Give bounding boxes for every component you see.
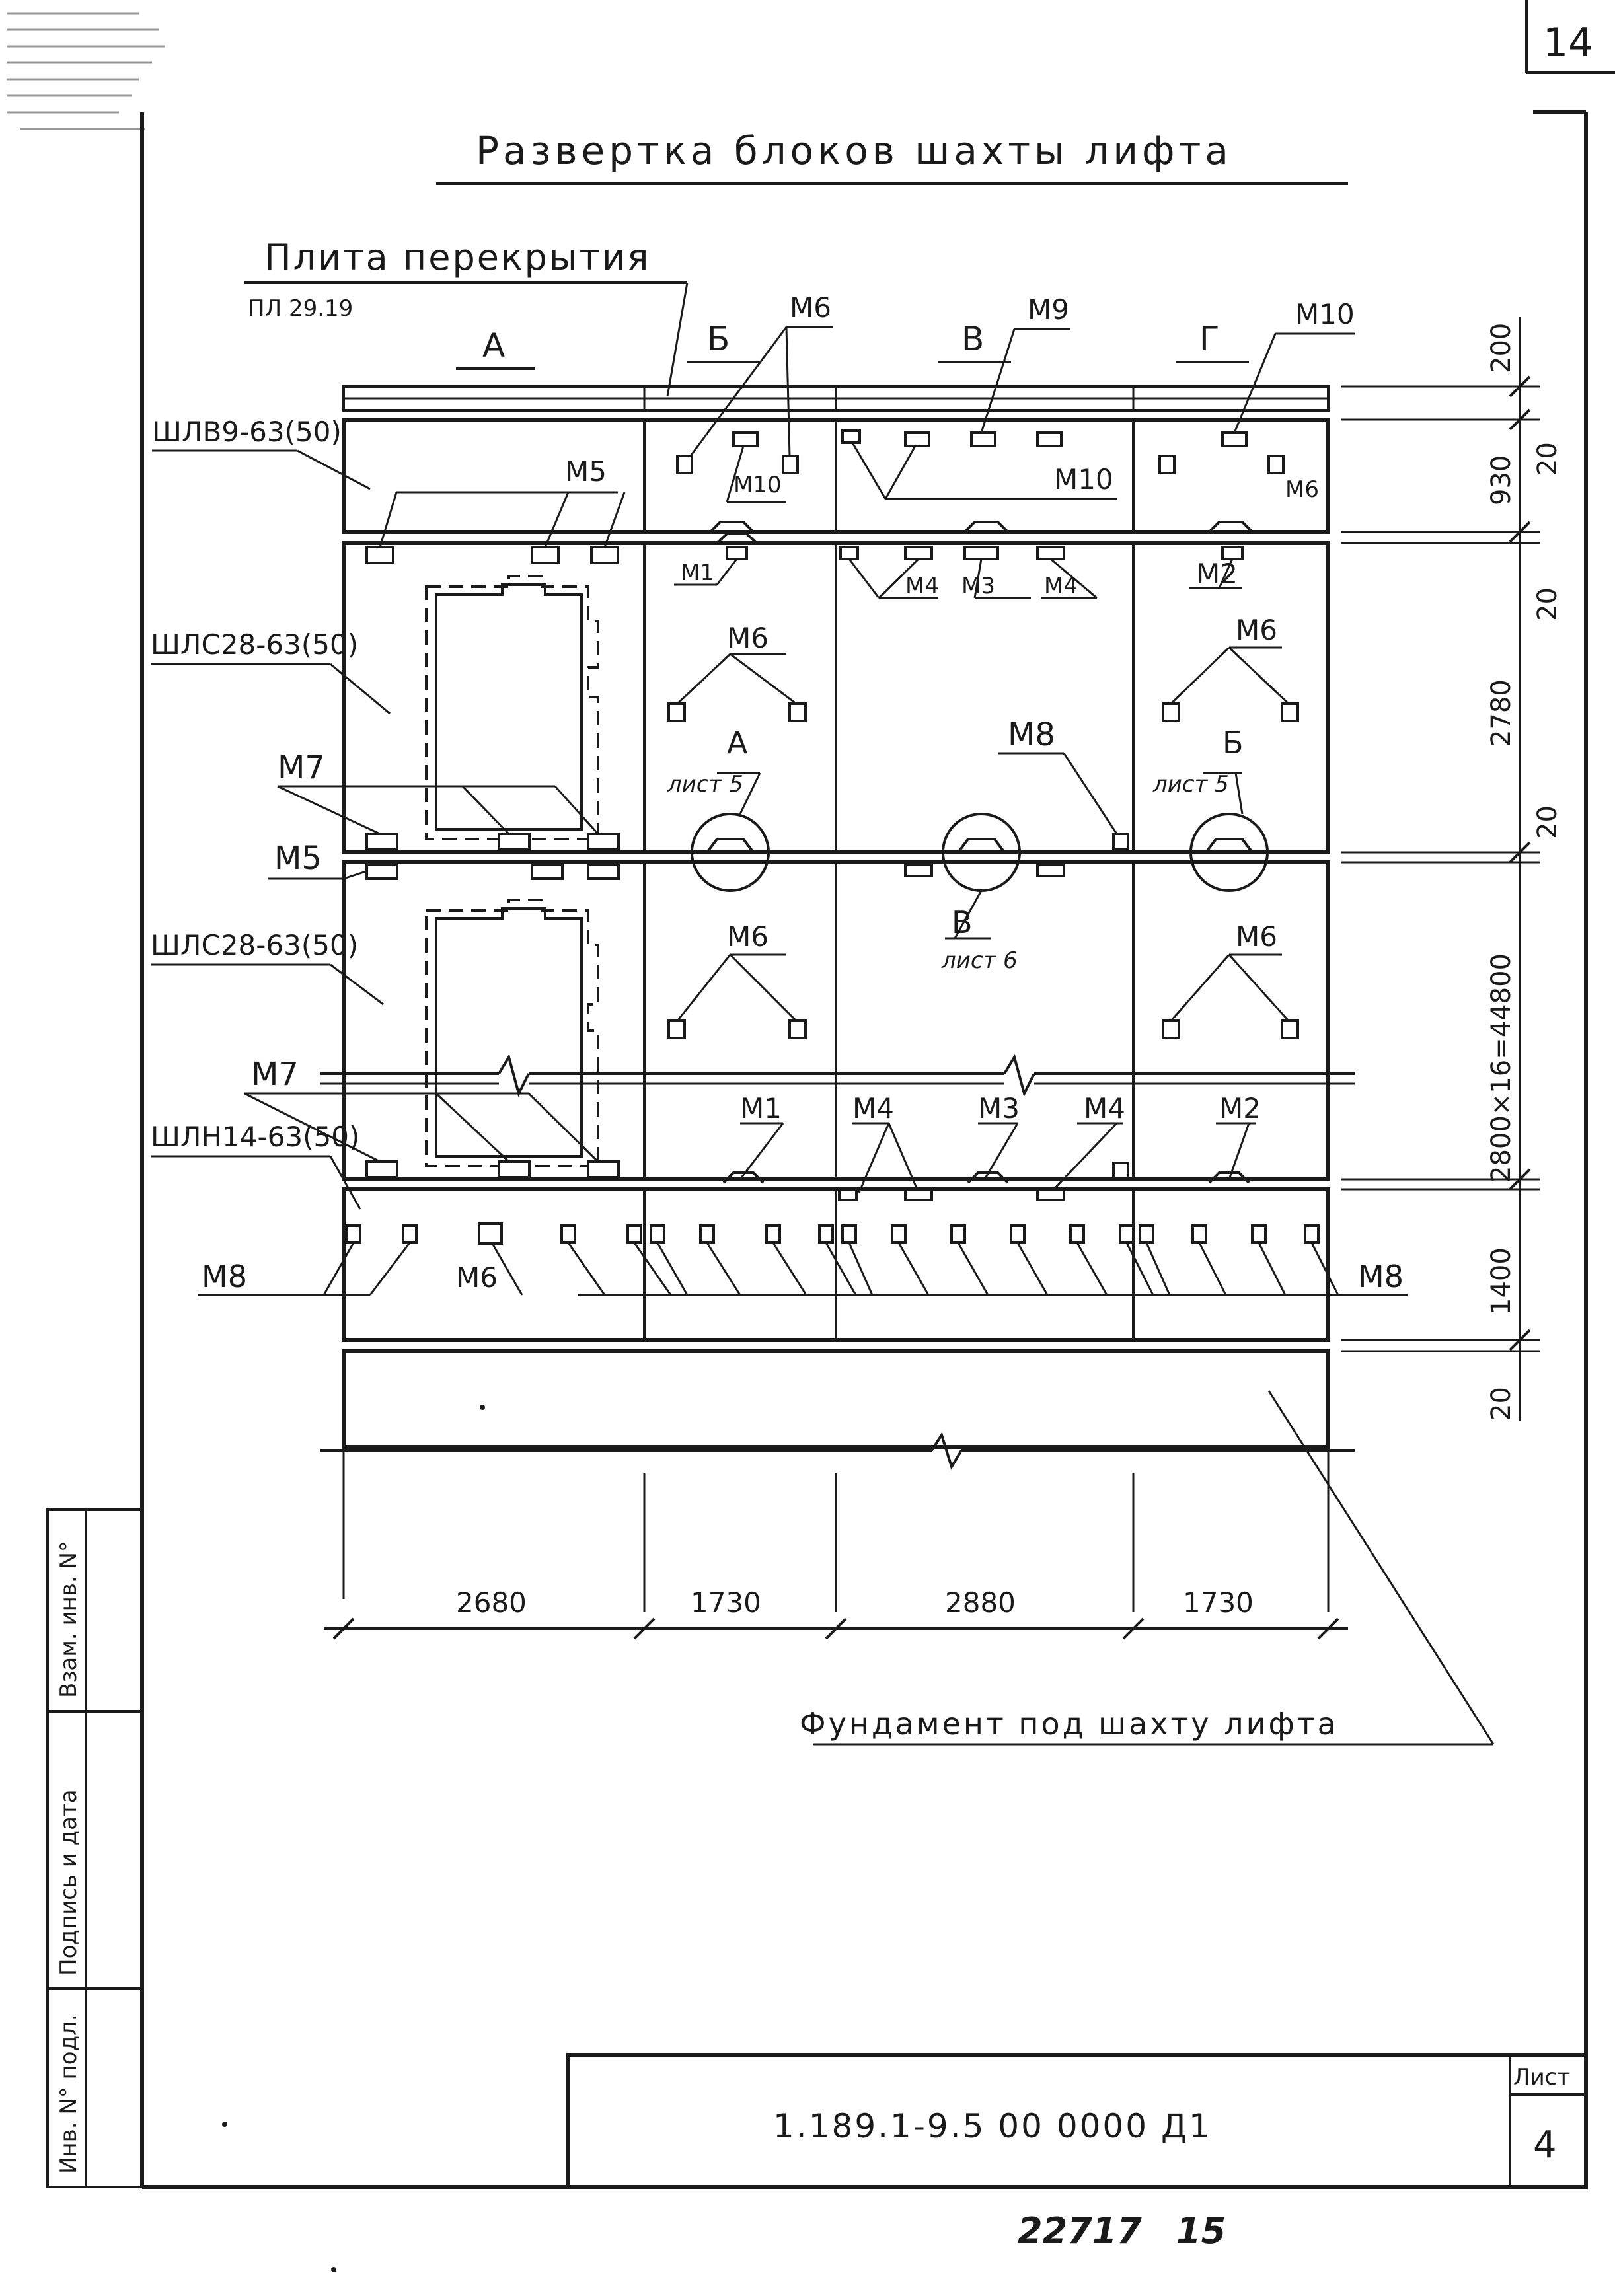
footer-number: 22717 <box>1018 2210 1142 2252</box>
title-block <box>566 2053 1588 2189</box>
embed-label-m10-top: М10 <box>1295 298 1355 330</box>
column-label-v: В <box>961 320 984 358</box>
dimension-width-v: 2880 <box>945 1586 1016 1619</box>
block-label-shls28-1: ШЛС28-63(50) <box>151 628 358 661</box>
embed-label-m8-mid: М8 <box>1008 716 1055 753</box>
embed-label-m6-top: М6 <box>790 291 831 324</box>
dimension-width-g: 1730 <box>1183 1586 1254 1619</box>
slab-strip <box>342 385 1330 412</box>
column-label-a: А <box>482 326 505 365</box>
embed-label-m5-left: М5 <box>274 840 322 877</box>
dimension-height-200: 200 <box>1486 323 1517 373</box>
embed-label-m1-top: М1 <box>681 560 714 586</box>
embed-label-m6-g-top: М6 <box>1285 476 1319 503</box>
embed-label-m2-top: М2 <box>1196 558 1238 590</box>
ink-dot <box>331 2267 336 2272</box>
embed-label-m3: М3 <box>978 1092 1020 1125</box>
callout-a-letter: А <box>727 725 748 760</box>
embed-label-m1: М1 <box>740 1092 782 1125</box>
embed-label-m4-a: М4 <box>852 1092 894 1125</box>
footer-page: 15 <box>1176 2210 1226 2252</box>
break-line <box>320 1053 1355 1097</box>
dimension-height-20-d: 20 <box>1486 1387 1517 1421</box>
embed-label-m4-top-b: М4 <box>1044 573 1078 599</box>
embed-label-m10-mid: М10 <box>733 472 782 498</box>
callout-b-letter: Б <box>1222 725 1244 760</box>
stamp-inventory-number: Инв. N° подл. <box>56 2014 82 2174</box>
embed-label-m9: М9 <box>1028 293 1069 326</box>
embed-label-m7-a2: М7 <box>251 1056 299 1093</box>
leaders-shls28-1 <box>277 558 1290 835</box>
drawing-title: Развертка блоков шахты лифта <box>476 128 1232 173</box>
embed-label-m6-g1: М6 <box>1236 614 1277 646</box>
right-dimension-chain <box>1341 317 1540 1421</box>
block-shls28-2 <box>342 860 1330 1181</box>
column-label-g: Г <box>1199 320 1220 358</box>
block-label-shls28-2: ШЛС28-63(50) <box>151 929 358 961</box>
approval-stamp <box>7 12 165 130</box>
embed-label-m6-bottom: М6 <box>456 1261 498 1294</box>
ink-dot <box>480 1405 485 1410</box>
slab-mark: ПЛ 29.19 <box>248 295 353 322</box>
callout-b-sheet: лист 5 <box>1152 771 1229 797</box>
embed-label-m6-b1: М6 <box>727 622 769 654</box>
foundation-label: Фундамент под шахту лифта <box>800 1706 1339 1742</box>
sheet-corner-number: 14 <box>1543 20 1593 66</box>
leaders-shls28-2 <box>244 890 1290 1163</box>
callout-v-sheet: лист 6 <box>941 947 1018 974</box>
dimension-height-20-b: 20 <box>1532 587 1563 621</box>
side-stamp <box>46 1508 143 2188</box>
dimension-height-2780: 2780 <box>1486 679 1517 747</box>
bottom-dimension-chain <box>324 1617 1348 1640</box>
embed-label-m10-right: М10 <box>1054 463 1113 496</box>
dimension-width-a: 2680 <box>456 1586 527 1619</box>
leaders-m8 <box>198 1242 1408 1296</box>
callout-v-letter: В <box>952 905 973 940</box>
dimension-height-20-a: 20 <box>1532 442 1563 476</box>
embed-label-m6-g2: М6 <box>1236 920 1277 953</box>
embed-label-m8-right: М8 <box>1358 1259 1404 1294</box>
ink-dot <box>222 2122 227 2127</box>
sheet-label: Лист <box>1513 2064 1570 2091</box>
embed-label-m8-left: М8 <box>202 1259 247 1294</box>
block-shls28-1 <box>342 533 1330 892</box>
dimension-height-1400: 1400 <box>1486 1247 1517 1315</box>
slab-label: Плита перекрытия <box>264 237 651 278</box>
block-label-shlv9: ШЛВ9-63(50) <box>152 416 342 448</box>
embed-label-m4-b: М4 <box>1084 1092 1125 1125</box>
dimension-height-20-c: 20 <box>1532 805 1563 839</box>
embed-label-m7-a1: М7 <box>278 749 325 786</box>
document-code: 1.189.1-9.5 00 0000 Д1 <box>773 2107 1212 2145</box>
stamp-signature-date: Подпись и дата <box>56 1789 82 1976</box>
sheet-number: 4 <box>1533 2124 1557 2166</box>
dimension-height-total: 2800×16=44800 <box>1486 953 1517 1183</box>
embed-label-m3-top: М3 <box>961 573 995 599</box>
leaders-top <box>689 326 1355 503</box>
embed-label-m4-top-a: М4 <box>905 573 939 599</box>
block-label-shln14: ШЛН14-63(50) <box>151 1121 359 1153</box>
embed-label-m6-b2: М6 <box>727 920 769 953</box>
column-label-b: Б <box>707 320 730 358</box>
callout-a-sheet: лист 5 <box>667 771 743 797</box>
stamp-replaced-number: Взам. инв. N° <box>56 1541 82 1698</box>
dimension-width-b: 1730 <box>691 1586 761 1619</box>
dimension-height-930: 930 <box>1486 455 1517 505</box>
embed-label-m2: М2 <box>1219 1092 1261 1125</box>
block-shln14 <box>342 1187 1330 1342</box>
leaders-joint-2 <box>739 1122 1256 1194</box>
foundation <box>320 1349 1495 1746</box>
embed-label-m5-top: М5 <box>565 455 607 488</box>
